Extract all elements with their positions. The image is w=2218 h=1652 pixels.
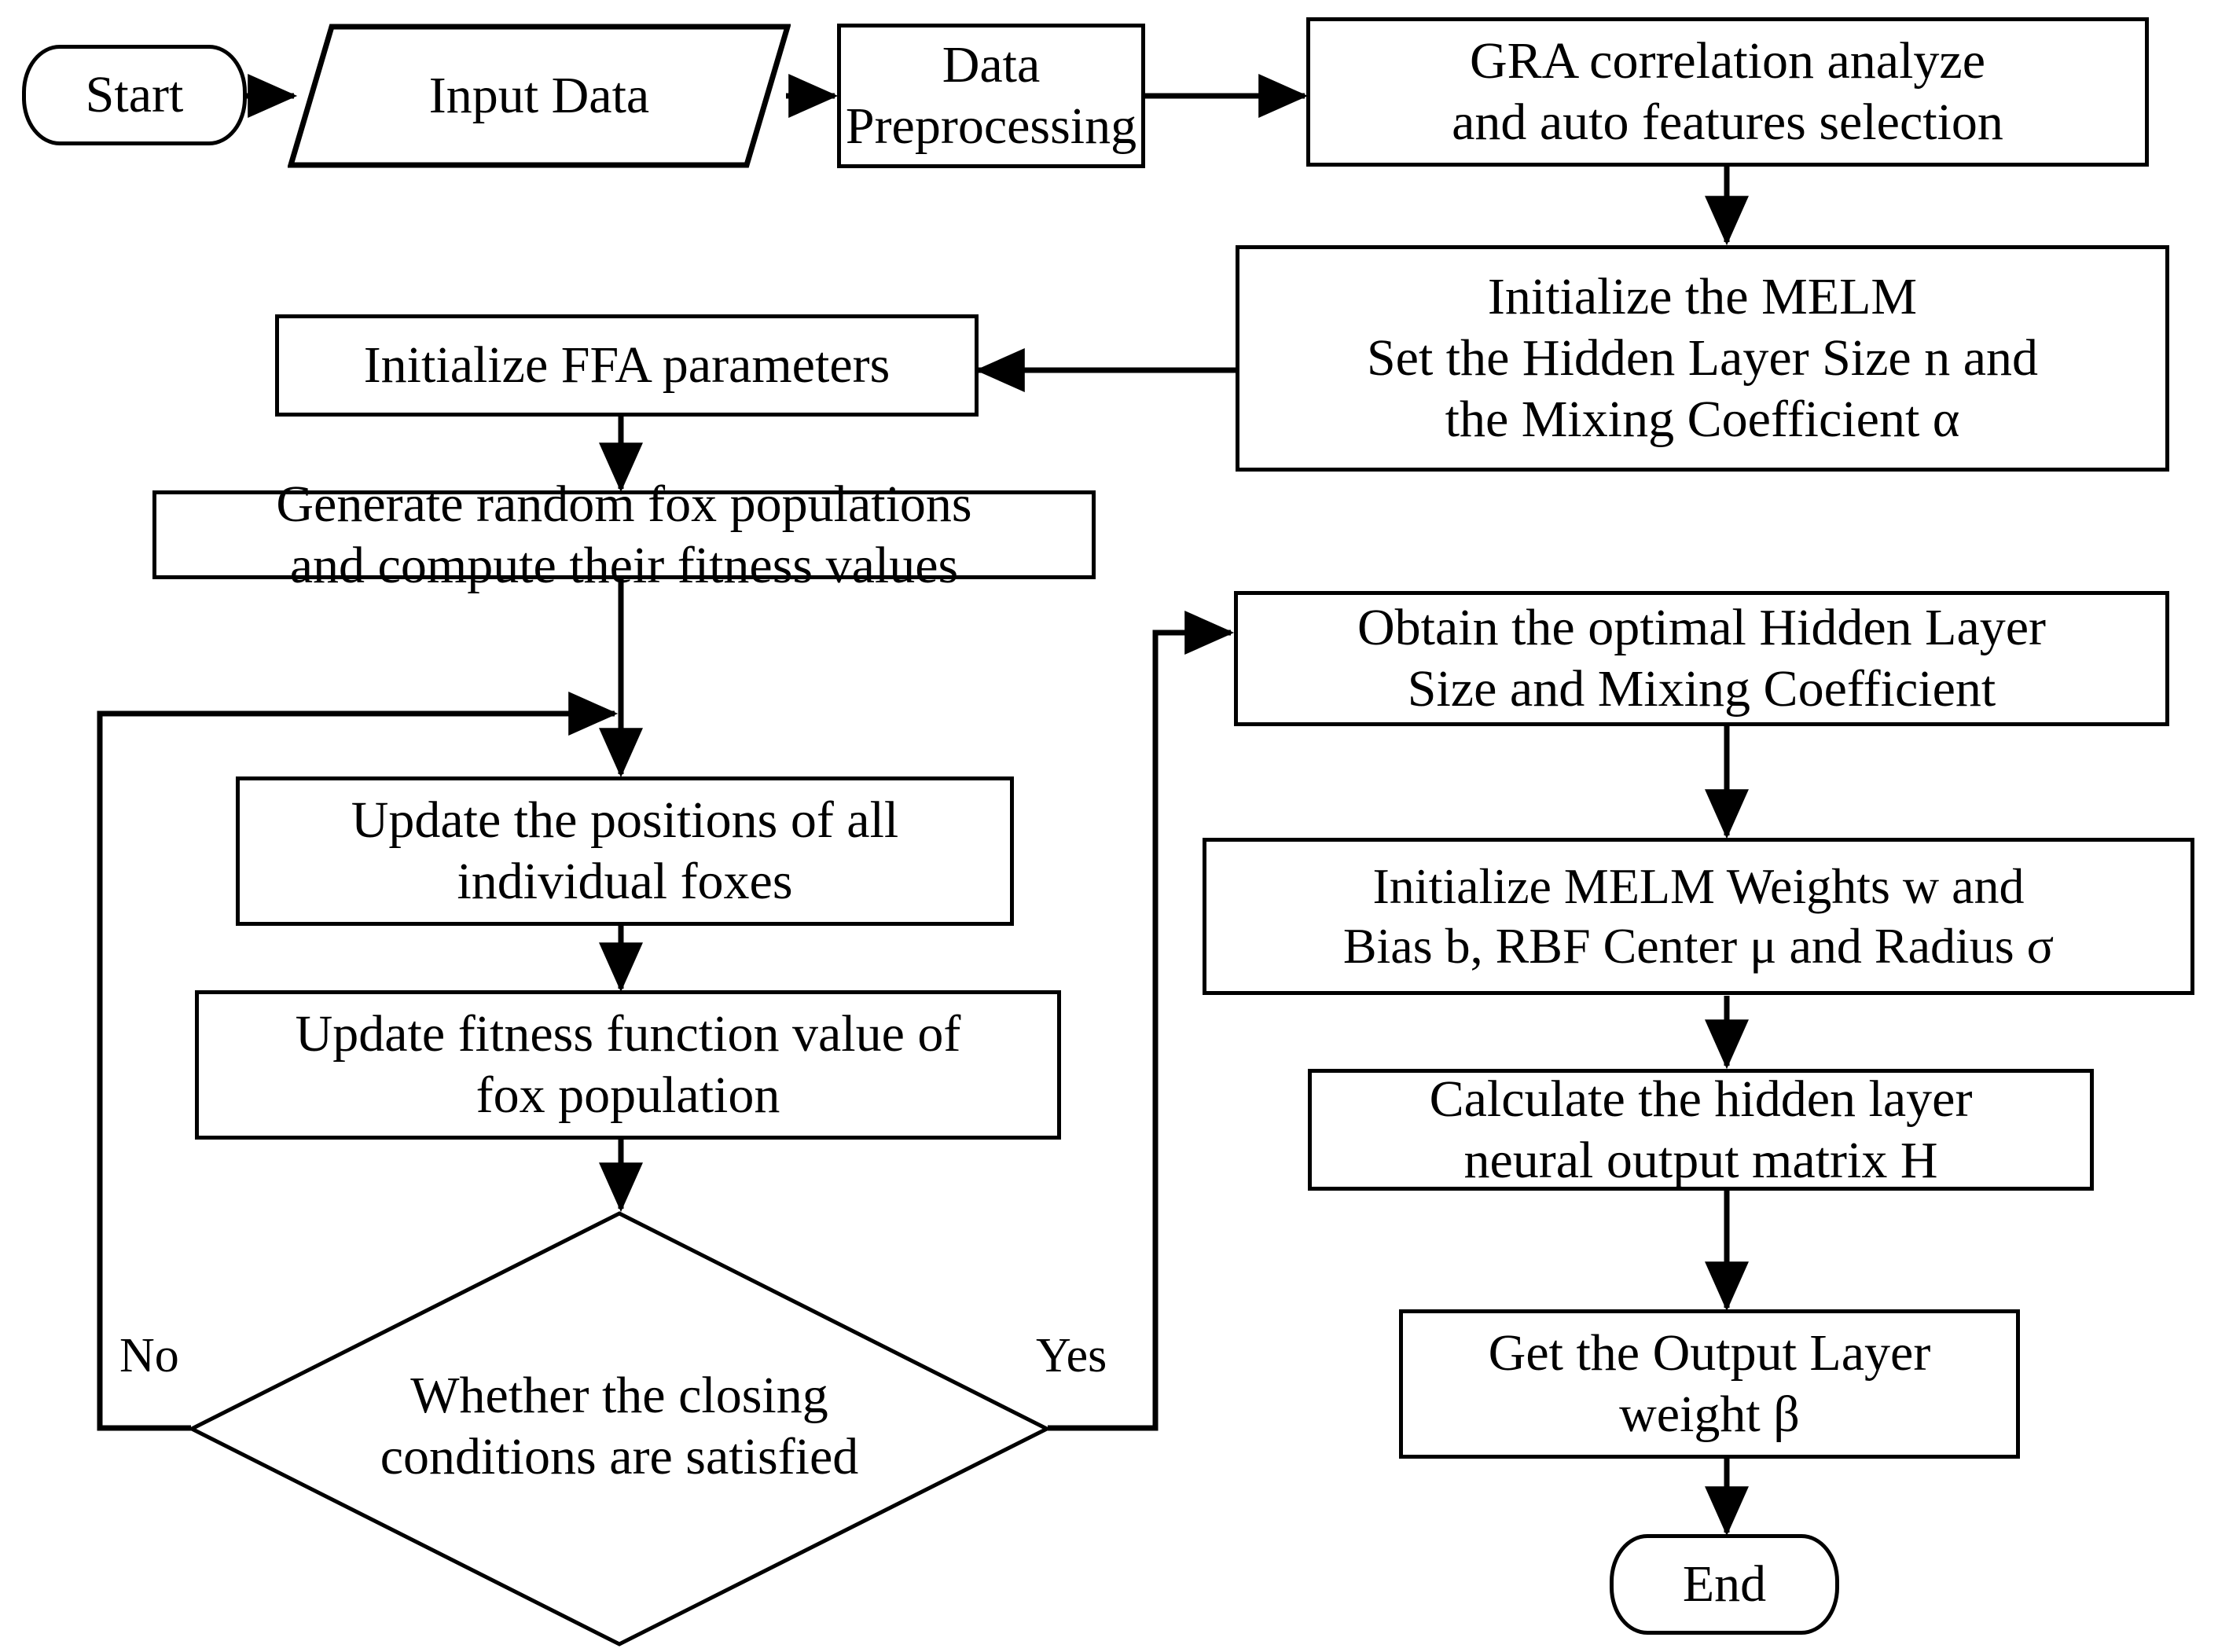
- node-data-preprocessing-label: Data Preprocessing: [845, 36, 1137, 155]
- node-update-fox-positions-label: Update the positions of all individual f…: [351, 791, 899, 910]
- node-calculate-hidden-output[interactable]: Calculate the hidden layer neural output…: [1308, 1069, 2094, 1191]
- node-update-fitness-value-label: Update fitness function value of fox pop…: [295, 1005, 961, 1124]
- parallelogram-shape: [288, 24, 791, 168]
- node-start-label: Start: [85, 66, 184, 124]
- edge-label-yes: Yes: [1036, 1329, 1107, 1382]
- node-generate-fox-populations[interactable]: Generate random fox populations and comp…: [152, 475, 1096, 594]
- edge-label-no: No: [119, 1329, 179, 1382]
- node-end[interactable]: End: [1610, 1534, 1839, 1635]
- diamond-shape: [189, 1211, 1050, 1646]
- node-start[interactable]: Start: [22, 45, 247, 145]
- node-initialize-melm-weights-label: Initialize MELM Weights w and Bias b, RB…: [1342, 858, 2055, 974]
- node-calculate-hidden-output-label: Calculate the hidden layer neural output…: [1429, 1070, 1973, 1189]
- node-update-fitness-value[interactable]: Update fitness function value of fox pop…: [195, 990, 1061, 1140]
- node-initialize-melm[interactable]: Initialize the MELM Set the Hidden Layer…: [1236, 245, 2169, 472]
- node-gra-feature-selection[interactable]: GRA correlation analyze and auto feature…: [1306, 17, 2149, 167]
- node-update-fox-positions[interactable]: Update the positions of all individual f…: [236, 776, 1014, 926]
- node-data-preprocessing[interactable]: Data Preprocessing: [837, 24, 1145, 168]
- node-initialize-melm-label: Initialize the MELM Set the Hidden Layer…: [1366, 268, 2039, 448]
- node-decision-label: Whether the closing conditions are satis…: [380, 1367, 859, 1485]
- node-initialize-ffa-parameters[interactable]: Initialize FFA parameters: [275, 314, 979, 417]
- node-gra-feature-selection-label: GRA correlation analyze and auto feature…: [1452, 32, 2003, 151]
- node-input-data[interactable]: Input Data: [288, 24, 791, 168]
- connector-decision-yes-to-obtain: [1048, 611, 1235, 1431]
- node-initialize-ffa-parameters-label: Initialize FFA parameters: [363, 336, 891, 395]
- node-generate-fox-populations-label: Generate random fox populations and comp…: [276, 475, 972, 594]
- node-input-data-label: Input Data: [428, 67, 650, 125]
- node-initialize-melm-weights[interactable]: Initialize MELM Weights w and Bias b, RB…: [1203, 838, 2194, 995]
- node-decision-closing-conditions[interactable]: Whether the closing conditions are satis…: [189, 1210, 1050, 1647]
- node-get-output-weight-label: Get the Output Layer weight β: [1488, 1324, 1931, 1443]
- node-obtain-optimal-params[interactable]: Obtain the optimal Hidden Layer Size and…: [1234, 591, 2169, 726]
- node-obtain-optimal-params-label: Obtain the optimal Hidden Layer Size and…: [1357, 599, 2047, 718]
- node-end-label: End: [1682, 1555, 1767, 1613]
- node-get-output-weight[interactable]: Get the Output Layer weight β: [1399, 1309, 2020, 1459]
